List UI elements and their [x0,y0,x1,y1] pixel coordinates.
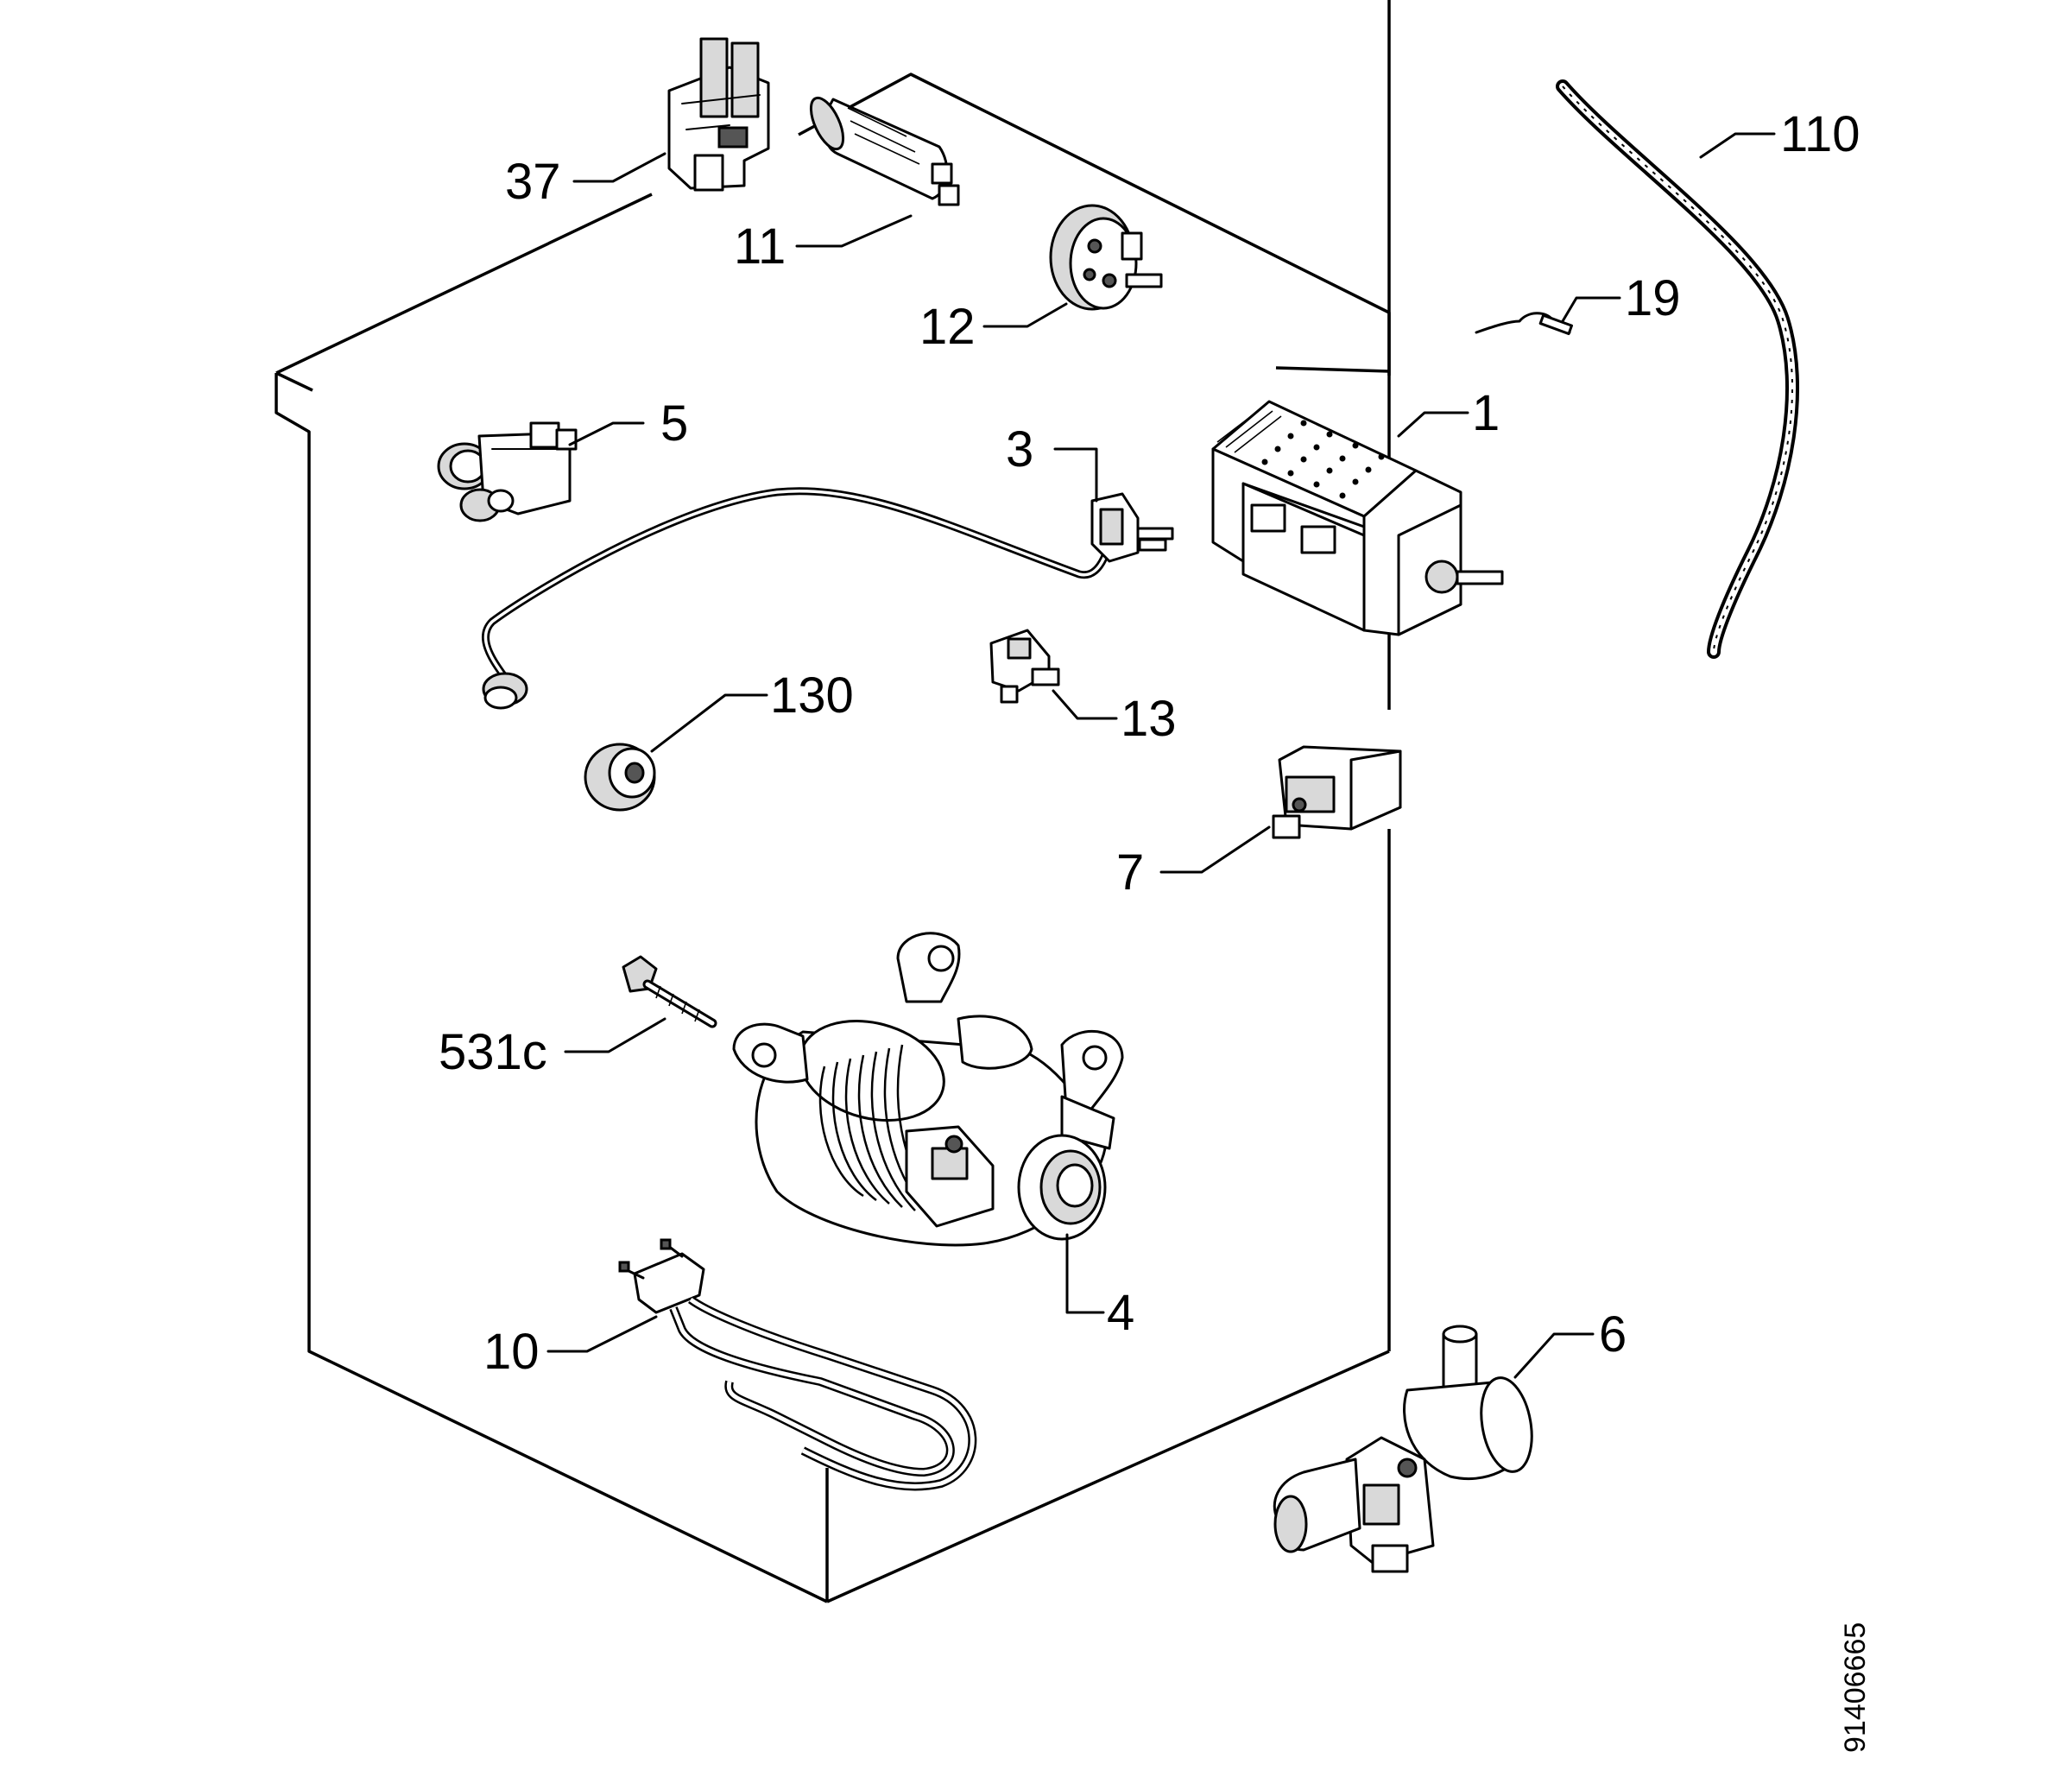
part-12-pressure-switch [1049,204,1163,311]
part-3-thermostat [482,487,1174,710]
label-7: 7 [1116,844,1144,901]
part-13-connector [989,629,1060,704]
part-37-bracket [667,37,770,192]
label-13: 13 [1121,691,1177,747]
label-6: 6 [1599,1306,1627,1363]
label-531c: 531c [439,1024,547,1080]
drawing-reference-code: 91406665 [1839,1622,1872,1753]
part-11-capacitor [809,96,960,206]
part-531c-screw [622,955,717,1028]
label-3: 3 [1006,421,1033,477]
label-5: 5 [660,395,688,452]
part-10-heating-element [618,1238,977,1491]
label-4: 4 [1107,1285,1134,1341]
part-labels: 37 11 12 110 19 1 5 3 130 13 7 531c 4 10… [439,106,1860,1380]
part-130-grommet [584,743,656,812]
cabinet-outline [275,0,1391,1603]
part-110-hose [1556,79,1800,659]
label-110: 110 [1780,106,1860,162]
leader-lines [546,132,1776,1379]
part-1-programmer [1211,400,1504,636]
label-130: 130 [770,667,854,724]
part-7-door-interlock [1272,745,1402,839]
part-19-clip [1475,312,1574,336]
label-37: 37 [505,154,561,210]
label-12: 12 [919,299,976,355]
label-1: 1 [1472,385,1500,441]
part-5-inlet-valve [437,421,578,522]
label-19: 19 [1625,270,1681,326]
part-6-drain-pump [1273,1325,1533,1573]
label-10: 10 [483,1324,540,1380]
part-4-motor [732,932,1124,1247]
label-11: 11 [734,218,786,275]
